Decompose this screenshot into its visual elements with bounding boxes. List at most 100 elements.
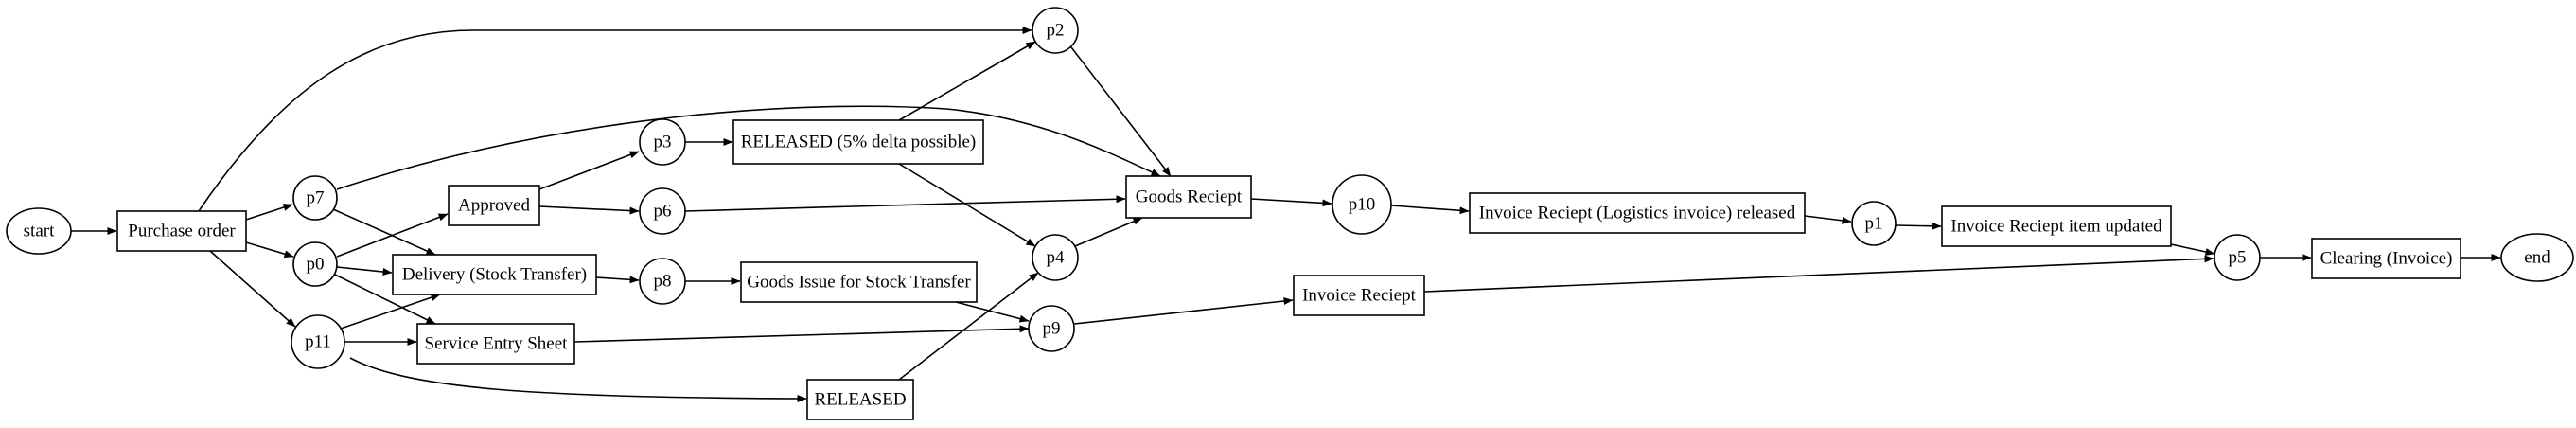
place-circle xyxy=(639,118,686,166)
edge-p6-to-goods-receipt xyxy=(684,195,1126,212)
place-circle xyxy=(639,187,686,235)
node-label-p11: p11 xyxy=(305,332,331,352)
edge-inv-logistics-to-p1 xyxy=(1804,215,1852,224)
node-p0: p0 xyxy=(292,241,338,287)
node-released: RELEASED xyxy=(806,379,914,420)
edge-p10-to-inv-logistics xyxy=(1390,205,1470,215)
edge-p11-to-released xyxy=(349,357,807,402)
node-p8: p8 xyxy=(639,258,686,305)
transition-box xyxy=(732,119,984,165)
node-p5: p5 xyxy=(2214,234,2261,281)
transition-box xyxy=(116,210,247,252)
node-label-inv-item-updated: Invoice Reciept item updated xyxy=(1950,217,2162,237)
node-label-service-entry: Service Entry Sheet xyxy=(425,334,569,354)
place-circle xyxy=(1032,7,1079,54)
edge-p4-to-goods-receipt xyxy=(1074,217,1143,247)
node-p11: p11 xyxy=(291,314,345,369)
edge-service-entry-to-p9 xyxy=(573,325,1030,343)
node-clearing: Clearing (Invoice) xyxy=(2311,238,2461,279)
node-label-p4: p4 xyxy=(1047,248,1066,268)
node-label-inv-logistics: Invoice Reciept (Logistics invoice) rele… xyxy=(1479,204,1796,223)
node-invoice-receipt: Invoice Reciept xyxy=(1293,275,1425,316)
nodes: start Purchase order p7 p0 p11 ApprovedDelive… xyxy=(6,7,2574,420)
edge-approved-to-p6 xyxy=(538,205,640,215)
node-label-approved: Approved xyxy=(458,196,530,216)
node-label-goods-issue: Goods Issue for Stock Transfer xyxy=(747,273,971,293)
edge-p7-to-goods-receipt xyxy=(336,105,1161,190)
node-label-goods-receipt: Goods Reciept xyxy=(1136,187,1243,207)
node-label-p7: p7 xyxy=(307,188,325,208)
edge-p11-to-delivery xyxy=(340,294,441,330)
terminal-ellipse xyxy=(2500,233,2574,282)
node-label-p2: p2 xyxy=(1047,21,1065,41)
edge-approved-to-p3 xyxy=(538,151,640,190)
edge-purchase-order-to-p0 xyxy=(245,241,294,259)
edge-purchase-order-to-p2 xyxy=(198,27,1032,212)
place-circle xyxy=(1332,174,1392,235)
node-label-start: start xyxy=(24,222,55,241)
transition-box xyxy=(1293,275,1425,316)
transition-box xyxy=(1469,192,1806,234)
edge-p9-to-invoice-receipt xyxy=(1073,297,1294,325)
node-label-p6: p6 xyxy=(654,202,672,222)
transition-box xyxy=(392,254,597,295)
edges xyxy=(71,27,2501,402)
transition-box xyxy=(2311,238,2461,279)
place-circle xyxy=(1032,234,1079,281)
edge-released-to-p4 xyxy=(898,272,1039,381)
edge-invoice-receipt-to-p5 xyxy=(1423,255,2214,293)
edge-released-delta-to-p2 xyxy=(898,41,1036,121)
node-label-p5: p5 xyxy=(2229,248,2247,268)
node-label-released: RELEASED xyxy=(814,390,906,410)
node-label-p1: p1 xyxy=(1865,214,1883,234)
node-purchase-order: Purchase order xyxy=(116,210,247,252)
place-circle xyxy=(639,258,686,305)
place-circle xyxy=(292,241,338,287)
edge-purchase-order-to-p7 xyxy=(245,204,293,221)
node-p7: p7 xyxy=(292,175,338,221)
node-inv-logistics: Invoice Reciept (Logistics invoice) rele… xyxy=(1469,192,1806,234)
node-inv-item-updated: Invoice Reciept item updated xyxy=(1941,205,2172,247)
node-approved: Approved xyxy=(448,185,540,226)
node-p10: p10 xyxy=(1332,174,1392,235)
edge-p0-to-approved xyxy=(336,213,449,258)
edge-goods-receipt-to-p10 xyxy=(1250,198,1332,207)
node-p9: p9 xyxy=(1028,305,1075,352)
edge-p7-to-delivery xyxy=(332,208,436,256)
transition-box xyxy=(740,261,978,303)
edge-released-delta-to-p4 xyxy=(898,163,1036,247)
terminal-ellipse xyxy=(6,207,72,255)
edge-purchase-order-to-p11 xyxy=(209,250,296,328)
node-start: start xyxy=(6,207,72,255)
place-circle xyxy=(292,175,338,221)
node-label-p3: p3 xyxy=(654,133,672,152)
node-p3: p3 xyxy=(639,118,686,166)
node-goods-issue: Goods Issue for Stock Transfer xyxy=(740,261,978,303)
node-label-invoice-receipt: Invoice Reciept xyxy=(1302,286,1416,306)
transition-box xyxy=(1125,175,1252,219)
node-p2: p2 xyxy=(1032,7,1079,54)
node-label-p0: p0 xyxy=(307,255,325,275)
transition-box xyxy=(806,379,914,420)
node-label-delivery: Delivery (Stock Transfer) xyxy=(402,265,587,285)
node-label-end: end xyxy=(2524,248,2550,268)
place-circle xyxy=(291,314,345,369)
edge-p0-to-service-entry xyxy=(334,274,436,325)
node-label-released-delta: RELEASED (5% delta possible) xyxy=(741,133,977,152)
node-delivery: Delivery (Stock Transfer) xyxy=(392,254,597,295)
place-circle xyxy=(1851,201,1897,246)
edge-p1-to-inv-item-updated xyxy=(1895,222,1942,230)
edge-goods-issue-to-p9 xyxy=(955,301,1030,323)
node-label-p10: p10 xyxy=(1349,195,1376,215)
node-p4: p4 xyxy=(1032,234,1079,281)
node-label-p8: p8 xyxy=(654,272,672,292)
node-p1: p1 xyxy=(1851,201,1897,246)
edge-p2-to-goods-receipt xyxy=(1070,46,1172,177)
transition-box xyxy=(1941,205,2172,247)
node-released-delta: RELEASED (5% delta possible) xyxy=(732,119,984,165)
node-label-purchase-order: Purchase order xyxy=(128,222,236,241)
place-circle xyxy=(1028,305,1075,352)
edge-inv-item-updated-to-p5 xyxy=(2170,243,2215,256)
node-label-clearing: Clearing (Invoice) xyxy=(2320,249,2453,269)
